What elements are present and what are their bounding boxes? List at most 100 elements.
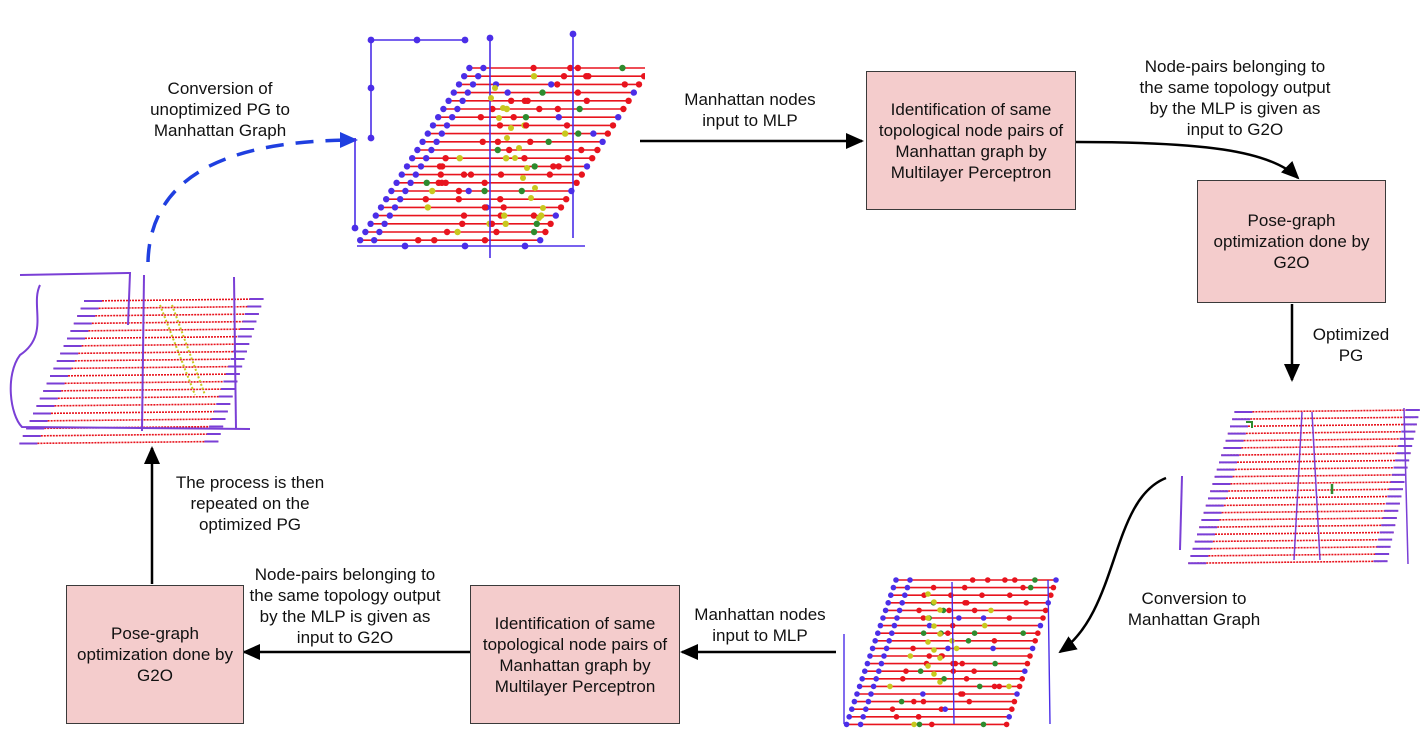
manhattan-node: [843, 721, 850, 728]
manhattan-node: [931, 599, 937, 605]
manhattan-node: [377, 204, 385, 211]
manhattan-node: [992, 660, 998, 667]
manhattan-node: [522, 114, 530, 121]
manhattan-node: [971, 630, 978, 636]
trajectory-row: [1221, 452, 1411, 456]
manhattan-node: [583, 97, 590, 105]
manhattan-node: [504, 135, 510, 141]
manhattan-node: [547, 81, 555, 88]
manhattan-node: [477, 114, 485, 121]
manhattan-node: [367, 134, 375, 142]
manhattan-node: [886, 638, 892, 644]
manhattan-node: [454, 105, 461, 113]
manhattan-node: [431, 237, 438, 244]
manhattan-node: [539, 89, 546, 96]
manhattan-node: [467, 171, 475, 178]
manhattan-node: [856, 683, 863, 690]
manhattan-node: [438, 130, 445, 137]
trajectory-row: [1190, 553, 1390, 557]
manhattan-node: [854, 691, 860, 697]
trajectory-row: [73, 320, 257, 325]
manhattan-node: [435, 114, 442, 121]
manhattan-node: [500, 204, 507, 211]
manhattan-node: [362, 228, 369, 236]
manhattan-node: [557, 204, 565, 211]
manhattan-node: [907, 577, 913, 583]
manhattan-node: [409, 155, 416, 162]
manhattan-node: [569, 30, 577, 38]
manhattan-node: [880, 615, 886, 621]
manhattan-node: [925, 615, 931, 621]
manhattan-node: [896, 607, 903, 614]
manhattan-node: [505, 146, 513, 154]
manhattan-node: [454, 228, 461, 236]
manhattan-node: [991, 683, 998, 690]
manhattan-node: [925, 639, 931, 645]
manhattan-node: [500, 105, 506, 111]
manhattan-node: [949, 638, 955, 644]
manhattan-node: [929, 721, 935, 728]
manhattan-node: [931, 623, 937, 629]
manhattan-node: [1022, 668, 1028, 674]
manhattan-node: [1006, 714, 1012, 720]
manhattan-node: [966, 698, 973, 705]
manhattan-node: [398, 171, 405, 178]
manhattan-node: [920, 698, 927, 705]
manhattan-node: [953, 645, 960, 652]
manhattan-node: [1003, 721, 1010, 728]
manhattan-node: [546, 171, 554, 178]
manhattan-node: [391, 204, 399, 211]
trajectory-row: [53, 365, 243, 370]
manhattan-node: [916, 721, 923, 728]
manhattan-node: [545, 138, 552, 145]
manhattan-node: [455, 81, 463, 88]
manhattan-node: [862, 668, 868, 674]
manhattan-node: [424, 130, 431, 137]
manhattan-node: [911, 721, 917, 728]
manhattan-node: [1016, 683, 1023, 690]
manhattan-node: [407, 179, 414, 186]
manhattan-node: [625, 97, 632, 105]
manhattan-node: [1002, 577, 1008, 583]
manhattan-node: [459, 220, 466, 227]
manhattan-node: [465, 187, 472, 195]
manhattan-node: [604, 130, 611, 137]
manhattan-node: [893, 577, 899, 583]
manhattan-node: [508, 125, 514, 131]
manhattan-node: [1042, 607, 1049, 614]
manhattan-node: [560, 73, 568, 80]
manhattan-node: [460, 171, 468, 178]
manhattan-node: [479, 138, 486, 145]
trajectory-row: [1234, 409, 1420, 413]
manhattan-node: [902, 592, 908, 598]
manhattan-node: [962, 600, 968, 606]
manhattan-node: [1029, 645, 1036, 652]
trajectory-row: [1210, 488, 1403, 492]
manhattan-node: [930, 584, 937, 591]
manhattan-node: [496, 115, 502, 121]
manhattan-node: [1023, 600, 1030, 606]
manhattan-node: [988, 607, 994, 614]
manhattan-node: [521, 155, 528, 162]
trajectory-row: [1194, 538, 1393, 543]
vertical-corridor: [1179, 475, 1183, 551]
manhattan-node: [455, 196, 462, 203]
manhattan-node: [619, 64, 626, 72]
manhattan-node: [846, 714, 852, 720]
manhattan-node: [442, 155, 449, 162]
manhattan-node: [381, 220, 388, 227]
manhattan-node: [554, 105, 562, 113]
manhattan-node: [888, 592, 894, 598]
manhattan-node: [859, 676, 865, 682]
manhattan-node: [429, 187, 436, 195]
manhattan-node: [865, 698, 872, 705]
vertical-corridor: [1293, 411, 1303, 561]
manhattan-node: [433, 138, 440, 145]
manhattan-node: [372, 212, 379, 219]
manhattan-node: [959, 691, 966, 697]
trajectory-row: [1199, 524, 1396, 528]
mlp-box-top: Identification of same topological node …: [866, 71, 1076, 210]
